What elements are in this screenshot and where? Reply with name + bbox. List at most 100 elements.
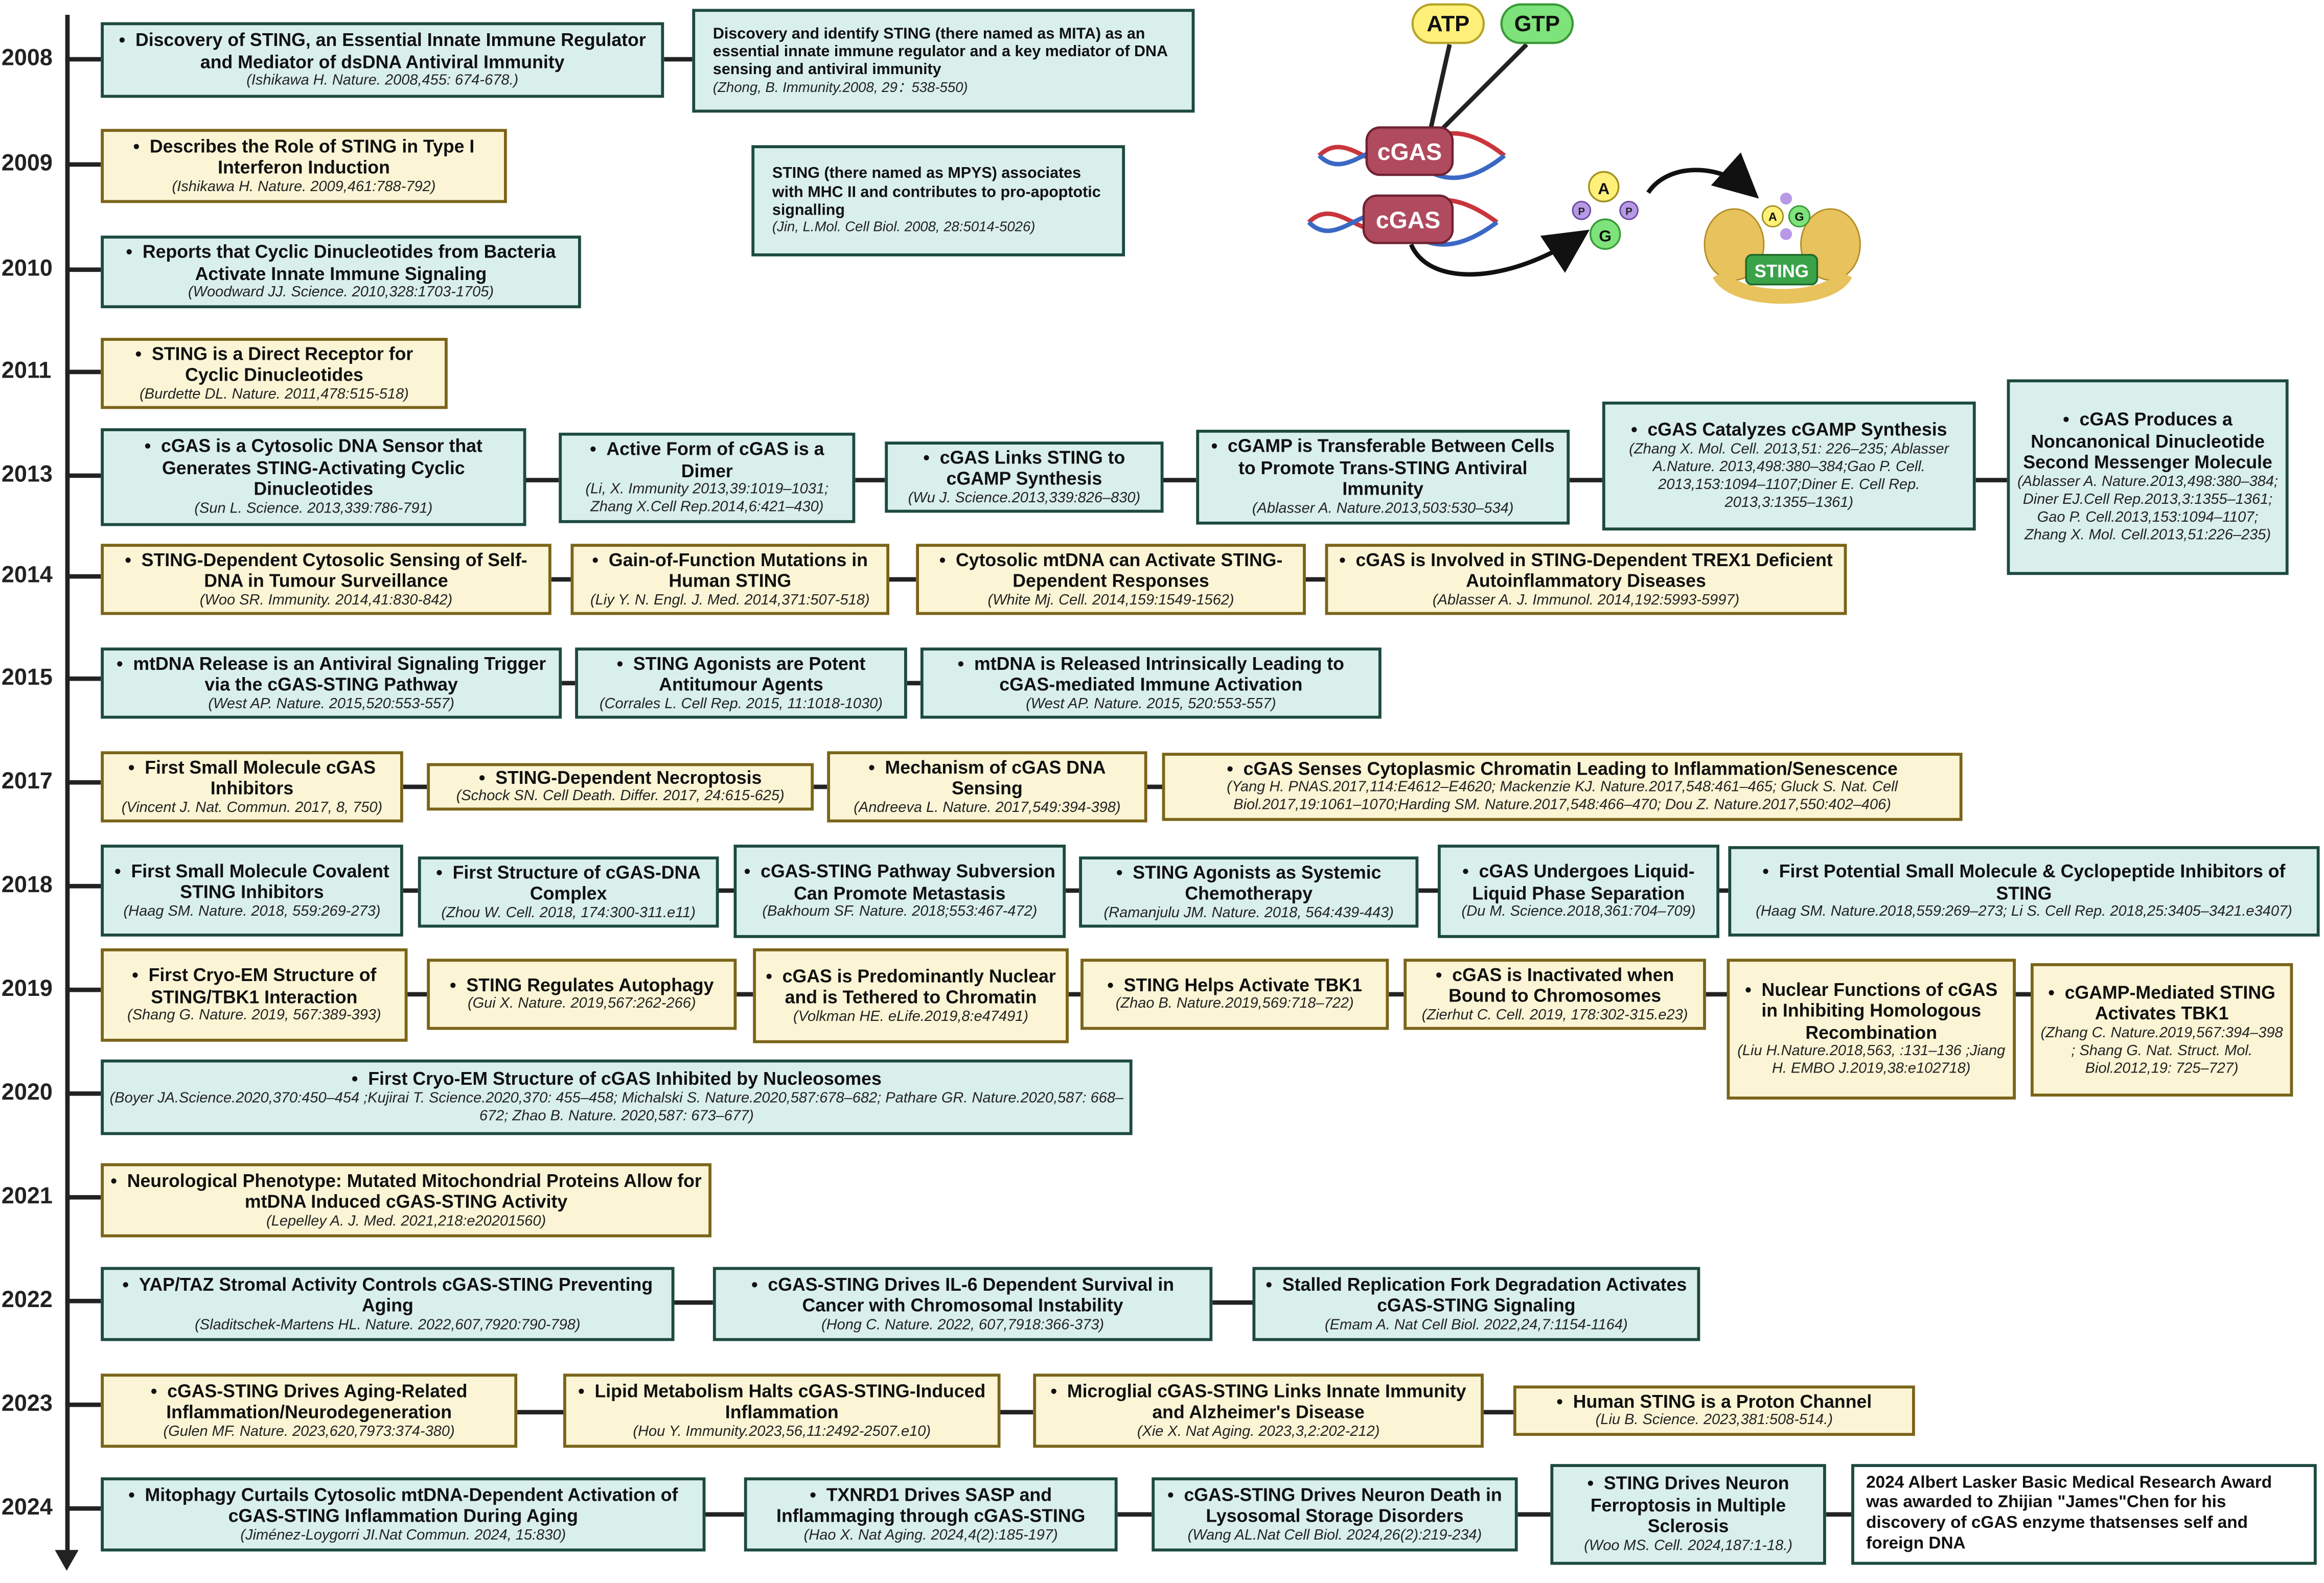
entry-reference: (Lepelley A. J. Med. 2021,218:e20201560): [266, 1213, 546, 1229]
entry-reference: (Du M. Science.2018,361:704–709): [1461, 904, 1696, 920]
entry-2019-zhang: cGAMP-Mediated STING Activates TBK1 (Zha…: [2031, 963, 2293, 1097]
connector: [1570, 478, 1602, 482]
entry-2019-volkman: cGAS is Predominantly Nuclear and is Tet…: [753, 948, 1069, 1043]
entry-reference: (Zhao B. Nature.2019,569:718–722): [1115, 996, 1354, 1013]
connector: [562, 681, 576, 686]
entry-2023-liu: Human STING is a Proton Channel (Liu B. …: [1513, 1385, 1915, 1436]
year-2010: 2010: [1, 256, 53, 282]
year-tick: [65, 883, 101, 889]
year-tick: [65, 57, 101, 62]
year-2018: 2018: [1, 873, 53, 898]
entry-reference: (West AP. Nature. 2015, 520:553-557): [1026, 695, 1276, 712]
entry-title: Reports that Cyclic Dinucleotides from B…: [110, 242, 572, 285]
connector: [551, 577, 571, 582]
connector: [2016, 992, 2031, 997]
connector: [403, 888, 418, 893]
entry-reference: (Ishikawa H. Nature. 2008,455: 674-678.): [246, 73, 519, 89]
atp-icon: ATP: [1411, 3, 1485, 44]
entry-title: STING-Dependent Necroptosis: [479, 767, 762, 788]
entry-title: Nuclear Functions of cGAS in Inhibiting …: [1736, 979, 2007, 1043]
year-2009: 2009: [1, 151, 53, 177]
entry-2015-west-2: mtDNA is Released Intrinsically Leading …: [920, 647, 1382, 719]
atp-label: ATP: [1426, 12, 1469, 36]
entry-title: mtDNA is Released Intrinsically Leading …: [929, 653, 1372, 695]
year-2014: 2014: [1, 563, 53, 589]
connector: [1719, 888, 1729, 893]
cgas-sting-illustration: ATP GTP cGAS cGAS A G: [1307, 3, 1861, 304]
entry-reference: (Woodward JJ. Science. 2010,328:1703-170…: [188, 284, 494, 301]
gtp-label: GTP: [1514, 12, 1560, 36]
entry-reference: (Woo SR. Immunity. 2014,41:830-842): [199, 592, 453, 609]
connector: [1517, 1512, 1551, 1517]
entry-reference: (Sun L. Science. 2013,339:786-791): [194, 500, 433, 517]
entry-reference: (Gui X. Nature. 2019,567:262-266): [467, 996, 696, 1013]
year-2023: 2023: [1, 1391, 53, 1417]
entry-2022-emam: Stalled Replication Fork Degradation Act…: [1252, 1267, 1700, 1341]
entry-reference: (Wang AL.Nat Cell Biol. 2024,26(2):219-2…: [1187, 1527, 1482, 1544]
entry-2018-zhou: First Structure of cGAS-DNA Complex (Zho…: [418, 856, 719, 928]
entry-reference: (Liu B. Science. 2023,381:508-514.): [1595, 1412, 1833, 1429]
entry-reference: (Ablasser A. Nature.2013,498:380–384; Di…: [2017, 474, 2279, 544]
entry-2008-sting-discovery: Discovery of STING, an Essential Innate …: [101, 22, 664, 98]
entry-title: mtDNA Release is an Antiviral Signaling …: [110, 653, 553, 695]
entry-2017-chromatin: cGAS Senses Cytoplasmic Chromatin Leadin…: [1162, 753, 1963, 821]
entry-title: cGAS is Predominantly Nuclear and is Tet…: [762, 965, 1060, 1008]
cgas-enzyme-icon: cGAS: [1362, 194, 1454, 244]
entry-reference: (Zhang C. Nature.2019,567:394–398 ; Shan…: [2040, 1025, 2283, 1077]
gtp-line: [1436, 42, 1529, 135]
entry-title: Discovery of STING, an Essential Innate …: [110, 30, 655, 73]
entry-2008-mpys: STING (there named as MPYS) associates w…: [751, 145, 1125, 257]
entry-title: Gain-of-Function Mutations in Human STIN…: [580, 549, 881, 592]
connector: [814, 784, 827, 789]
entry-title: STING Helps Activate TBK1: [1107, 974, 1362, 996]
phosphate-label: P: [1625, 206, 1632, 218]
year-tick: [65, 162, 101, 167]
cgas-enzyme-icon: cGAS: [1365, 126, 1454, 176]
entry-reference: (Ishikawa H. Nature. 2009,461:788-792): [172, 178, 436, 195]
entry-reference: (Hou Y. Immunity.2023,56,11:2492-2507.e1…: [633, 1423, 931, 1440]
entry-title: cGAS-STING Drives IL-6 Dependent Surviva…: [722, 1274, 1204, 1317]
entry-reference: (Zhang X. Mol. Cell. 2013,51: 226–235; A…: [1629, 441, 1949, 511]
year-tick: [65, 780, 101, 785]
year-tick: [65, 1506, 101, 1511]
entry-2019-gui: STING Regulates Autophagy (Gui X. Nature…: [427, 959, 737, 1030]
entry-reference: (Liy Y. N. Engl. J. Med. 2014,371:507-51…: [590, 592, 870, 609]
adenine-label: A: [1598, 179, 1609, 198]
entry-title: STING-Dependent Cytosolic Sensing of Sel…: [110, 549, 543, 592]
connector: [1706, 992, 1727, 997]
cgamp-icon: A G P P: [1572, 171, 1639, 250]
entry-2017-schock: STING-Dependent Necroptosis (Schock SN. …: [427, 763, 814, 811]
entry-title: cGAS is Inactivated when Bound to Chromo…: [1413, 964, 1697, 1007]
entry-2014-woo: STING-Dependent Cytosolic Sensing of Sel…: [101, 544, 551, 615]
entry-2018-haag: First Small Molecule Covalent STING Inhi…: [101, 845, 403, 937]
entry-title: Microglial cGAS-STING Links Innate Immun…: [1042, 1380, 1475, 1423]
connector: [1147, 784, 1162, 789]
year-tick: [65, 676, 101, 681]
entry-reference: (Woo MS. Cell. 2024,187:1-18.): [1584, 1538, 1793, 1554]
connector: [1975, 478, 2007, 482]
connector: [1305, 577, 1325, 582]
entry-title: YAP/TAZ Stromal Activity Controls cGAS-S…: [110, 1274, 666, 1317]
entry-reference: (Schock SN. Cell Death. Differ. 2017, 24…: [456, 788, 785, 805]
entry-reference: (Burdette DL. Nature. 2011,478:515-518): [140, 386, 409, 403]
entry-title: STING Regulates Autophagy: [450, 974, 714, 996]
entry-2020: First Cryo-EM Structure of cGAS Inhibite…: [101, 1059, 1133, 1135]
year-2020: 2020: [1, 1080, 53, 1106]
binding-arrow: [1646, 152, 1759, 199]
entry-reference: (Jin, L.Mol. Cell Biol. 2008, 28:5014-50…: [772, 220, 1036, 237]
entry-title: STING Agonists are Potent Antitumour Age…: [584, 653, 899, 695]
entry-2019-shang: First Cryo-EM Structure of STING/TBK1 In…: [101, 948, 408, 1042]
entry-reference: (Yang H. PNAS.2017,114:E4612–E4620; Mack…: [1227, 780, 1898, 814]
entry-2013-ablasser: cGAMP is Transferable Between Cells to P…: [1196, 430, 1570, 525]
timeline-arrowhead: [55, 1550, 79, 1571]
entry-reference: (Shang G. Nature. 2019, 567:389-393): [127, 1008, 381, 1024]
entry-title: cGAS-STING Pathway Subversion Can Promot…: [743, 861, 1057, 904]
entry-title: First Structure of cGAS-DNA Complex: [427, 862, 710, 904]
entry-title: Stalled Replication Fork Degradation Act…: [1261, 1274, 1691, 1317]
year-tick: [65, 1091, 101, 1096]
year-2013: 2013: [1, 462, 53, 488]
sting-dimer-icon: A G STING: [1704, 193, 1861, 304]
year-tick: [65, 1402, 101, 1407]
sting-label: STING: [1755, 261, 1809, 281]
